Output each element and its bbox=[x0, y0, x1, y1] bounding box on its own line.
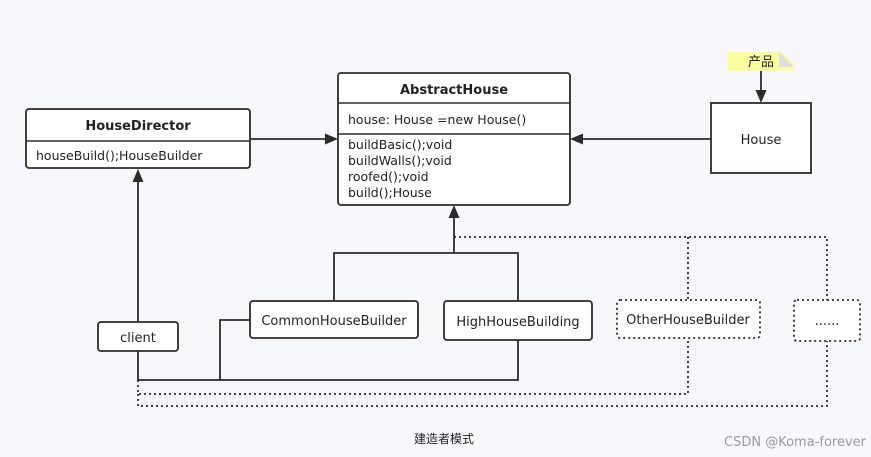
connector-note-to-house bbox=[755, 71, 767, 103]
common-house-builder-box[interactable]: CommonHouseBuilder bbox=[249, 300, 419, 339]
abstract-house-attribute: house: House =new House() bbox=[348, 112, 526, 127]
high-house-building-label: HighHouseBuilding bbox=[456, 315, 579, 330]
house-label: House bbox=[741, 133, 782, 148]
house-director-title: HouseDirector bbox=[85, 119, 191, 134]
abstract-house-class[interactable]: AbstractHouse house: House =new House() … bbox=[337, 72, 571, 206]
connector-client-to-director bbox=[132, 169, 144, 322]
product-note-label: 产品 bbox=[748, 55, 774, 70]
connector-director-to-abstracthouse bbox=[250, 133, 338, 145]
client-label: client bbox=[120, 331, 156, 346]
high-house-building-box[interactable]: HighHouseBuilding bbox=[443, 300, 593, 341]
client-box[interactable]: client bbox=[97, 321, 179, 352]
common-house-builder-label: CommonHouseBuilder bbox=[261, 314, 407, 329]
abstract-house-method: roofed();void bbox=[348, 169, 429, 184]
house-class[interactable]: House bbox=[710, 102, 812, 174]
product-note: 产品 bbox=[728, 52, 794, 71]
house-director-method: houseBuild();HouseBuilder bbox=[36, 148, 203, 163]
abstract-house-method: build();House bbox=[348, 185, 432, 200]
diagram-caption: 建造者模式 bbox=[414, 432, 474, 446]
abstract-house-method: buildBasic();void bbox=[348, 137, 452, 152]
other-house-builder-box[interactable]: OtherHouseBuilder bbox=[616, 299, 761, 339]
connector-house-to-abstracthouse bbox=[570, 133, 711, 145]
more-builders-box[interactable]: ...... bbox=[793, 299, 861, 342]
connector-builders-to-abstracthouse bbox=[333, 205, 519, 301]
house-director-class[interactable]: HouseDirector houseBuild();HouseBuilder bbox=[25, 108, 251, 169]
watermark: CSDN @Koma-forever bbox=[724, 435, 867, 450]
more-builders-label: ...... bbox=[815, 314, 840, 329]
connector-extra-builders-dotted bbox=[454, 236, 828, 300]
connector-client-to-builders bbox=[137, 319, 828, 407]
abstract-house-title: AbstractHouse bbox=[400, 83, 508, 98]
other-house-builder-label: OtherHouseBuilder bbox=[626, 313, 750, 328]
abstract-house-method: buildWalls();void bbox=[348, 153, 452, 168]
